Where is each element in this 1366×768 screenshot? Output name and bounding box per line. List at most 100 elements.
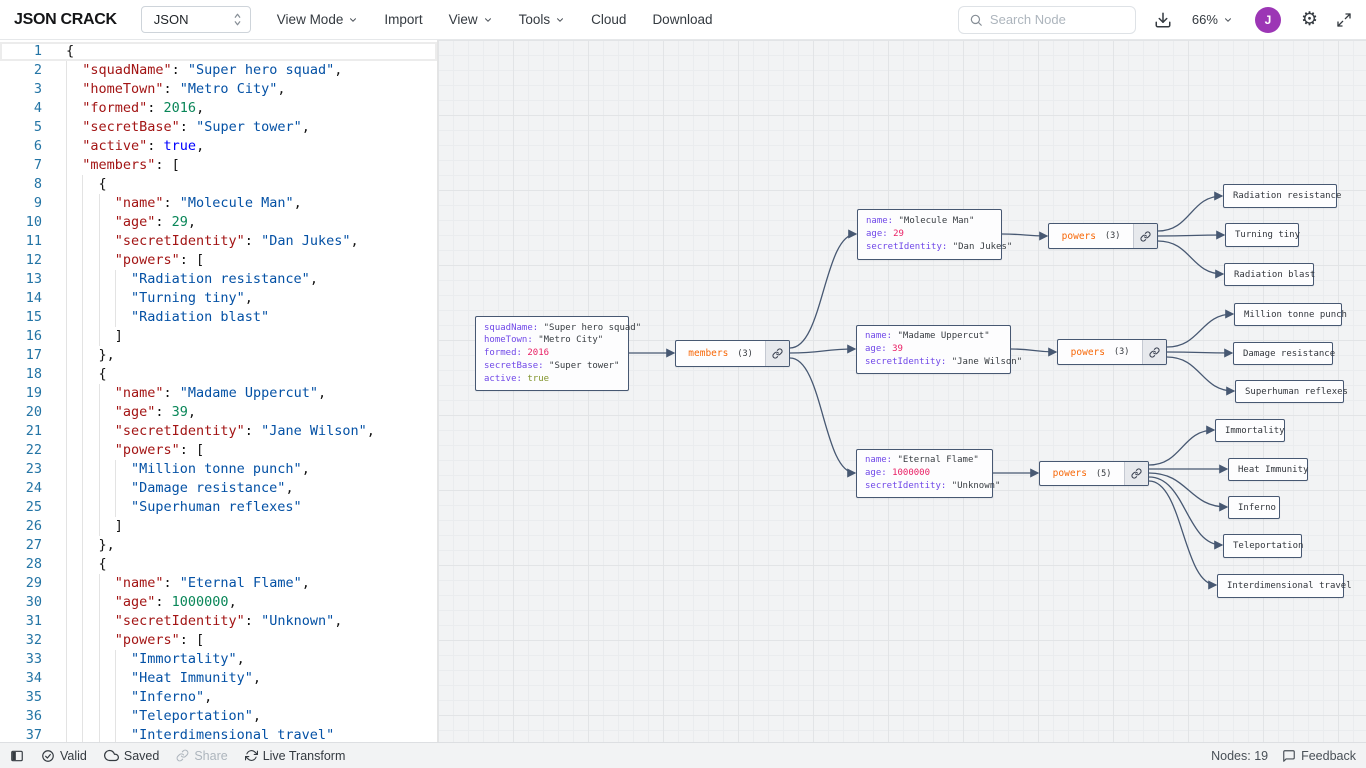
menu-import[interactable]: Import	[384, 12, 423, 27]
editor-line[interactable]: 16]	[0, 327, 437, 346]
editor-line[interactable]: 7"members": [	[0, 156, 437, 175]
editor-line[interactable]: 33"Immortality",	[0, 650, 437, 669]
expand-link-button[interactable]	[1142, 340, 1166, 364]
settings-button[interactable]: ⚙	[1301, 10, 1318, 29]
editor-line[interactable]: 10"age": 29,	[0, 213, 437, 232]
graph-node-members[interactable]: members(3)	[675, 340, 790, 367]
editor-line[interactable]: 26]	[0, 517, 437, 536]
line-number: 29	[25, 575, 42, 591]
editor-line[interactable]: 27},	[0, 536, 437, 555]
search-icon	[970, 14, 982, 26]
feedback-button[interactable]: Feedback	[1282, 749, 1356, 763]
editor-line[interactable]: 2"squadName": "Super hero squad",	[0, 61, 437, 80]
editor-line[interactable]: 15"Radiation blast"	[0, 308, 437, 327]
editor-line[interactable]: 14"Turning tiny",	[0, 289, 437, 308]
saved-status[interactable]: Saved	[103, 748, 159, 763]
line-number: 3	[33, 81, 42, 97]
menu-view-mode[interactable]: View Mode	[277, 12, 359, 27]
editor-line[interactable]: 21"secretIdentity": "Jane Wilson",	[0, 422, 437, 441]
editor-line[interactable]: 31"secretIdentity": "Unknown",	[0, 612, 437, 631]
cloud-icon	[103, 749, 119, 762]
zoom-control[interactable]: 66%	[1192, 12, 1233, 27]
graph-node-leaf-heat-immunity[interactable]: Heat Immunity	[1228, 458, 1308, 481]
fullscreen-button[interactable]	[1336, 12, 1352, 28]
editor-line[interactable]: 25"Superhuman reflexes"	[0, 498, 437, 517]
zoom-value: 66%	[1191, 12, 1218, 27]
editor-line[interactable]: 30"age": 1000000,	[0, 593, 437, 612]
link-icon	[1140, 230, 1151, 242]
top-toolbar: JSON CRACK JSON View Mode Import View To…	[0, 0, 1366, 40]
search-box	[957, 5, 1136, 34]
graph-node-powers-2[interactable]: powers(3)	[1057, 339, 1167, 365]
editor-line[interactable]: 9"name": "Molecule Man",	[0, 194, 437, 213]
line-number: 18	[25, 366, 42, 382]
editor-line[interactable]: 29"name": "Eternal Flame",	[0, 574, 437, 593]
line-number: 11	[25, 233, 42, 249]
graph-node-leaf-turning-tiny[interactable]: Turning tiny	[1225, 223, 1300, 247]
graph-node-leaf-immortality[interactable]: Immortality	[1215, 419, 1285, 442]
search-input[interactable]	[989, 12, 1125, 27]
menu-download[interactable]: Download	[652, 12, 713, 27]
menu-cloud[interactable]: Cloud	[591, 12, 627, 27]
graph-node-leaf-interdimensional-travel[interactable]: Interdimensional travel	[1217, 574, 1352, 598]
graph-node-leaf-superhuman-reflexes[interactable]: Superhuman reflexes	[1235, 380, 1348, 403]
link-icon	[176, 749, 189, 762]
expand-link-button[interactable]	[1133, 224, 1157, 248]
graph-node-powers-1[interactable]: powers(3)	[1048, 223, 1158, 249]
editor-line[interactable]: 13"Radiation resistance",	[0, 270, 437, 289]
editor-line[interactable]: 8{	[0, 175, 437, 194]
editor-line[interactable]: 28{	[0, 555, 437, 574]
editor-line[interactable]: 3"homeTown": "Metro City",	[0, 80, 437, 99]
editor-line[interactable]: 36"Teleportation",	[0, 707, 437, 726]
graph-node-leaf-radiation-resistance[interactable]: Radiation resistance	[1223, 184, 1341, 208]
line-number: 15	[25, 309, 42, 325]
line-number: 31	[25, 613, 42, 629]
sidebar-toggle-button[interactable]	[10, 749, 24, 763]
graph-node-powers-3[interactable]: powers(5)	[1039, 461, 1149, 486]
json-editor[interactable]: 1{2"squadName": "Super hero squad",3"hom…	[0, 40, 438, 742]
line-number: 4	[33, 100, 42, 116]
nodes-count: Nodes: 19	[1211, 748, 1269, 763]
expand-link-button[interactable]	[765, 341, 789, 366]
line-number: 10	[25, 214, 42, 230]
editor-line[interactable]: 4"formed": 2016,	[0, 99, 437, 118]
editor-line[interactable]: 37"Interdimensional travel"	[0, 726, 437, 742]
editor-line[interactable]: 17},	[0, 346, 437, 365]
editor-line[interactable]: 23"Million tonne punch",	[0, 460, 437, 479]
editor-line[interactable]: 20"age": 39,	[0, 403, 437, 422]
editor-line[interactable]: 1{	[0, 42, 437, 61]
graph-node-leaf-teleportation[interactable]: Teleportation	[1223, 534, 1303, 558]
editor-line[interactable]: 35"Inferno",	[0, 688, 437, 707]
menu-view[interactable]: View	[449, 12, 493, 27]
editor-line[interactable]: 32"powers": [	[0, 631, 437, 650]
app-logo: JSON CRACK	[14, 10, 117, 28]
menu-tools[interactable]: Tools	[519, 12, 566, 27]
editor-line[interactable]: 24"Damage resistance",	[0, 479, 437, 498]
format-select[interactable]: JSON	[140, 6, 251, 33]
download-image-button[interactable]	[1154, 11, 1172, 29]
editor-line[interactable]: 34"Heat Immunity",	[0, 669, 437, 688]
graph-node-leaf-damage-resistance[interactable]: Damage resistance	[1233, 342, 1335, 365]
link-icon	[1131, 468, 1142, 479]
valid-status: Valid	[41, 749, 87, 763]
share-button[interactable]: Share	[176, 749, 228, 763]
editor-line[interactable]: 19"name": "Madame Uppercut",	[0, 384, 437, 403]
expand-link-button[interactable]	[1124, 462, 1148, 485]
editor-line[interactable]: 11"secretIdentity": "Dan Jukes",	[0, 232, 437, 251]
graph-node-leaf-million-tonne-punch[interactable]: Million tonne punch	[1234, 303, 1347, 326]
graph-node-root[interactable]: squadName: "Super hero squad"homeTown: "…	[475, 316, 641, 391]
line-number: 21	[25, 423, 42, 439]
editor-line[interactable]: 5"secretBase": "Super tower",	[0, 118, 437, 137]
graph-node-leaf-radiation-blast[interactable]: Radiation blast	[1224, 263, 1315, 286]
editor-line[interactable]: 12"powers": [	[0, 251, 437, 270]
live-transform-toggle[interactable]: Live Transform	[244, 749, 345, 763]
editor-line[interactable]: 22"powers": [	[0, 441, 437, 460]
graph-canvas[interactable]: squadName: "Super hero squad"homeTown: "…	[438, 40, 1366, 742]
avatar[interactable]: J	[1254, 6, 1281, 33]
editor-line[interactable]: 18{	[0, 365, 437, 384]
graph-node-leaf-inferno[interactable]: Inferno	[1228, 496, 1280, 519]
editor-line[interactable]: 6"active": true,	[0, 137, 437, 156]
